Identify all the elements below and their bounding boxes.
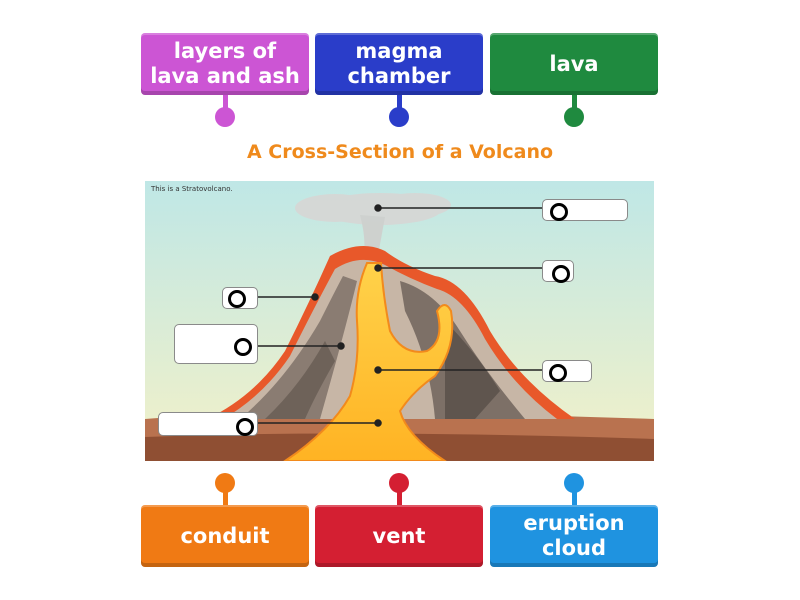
pin-stem bbox=[223, 95, 228, 111]
scene-caption: This is a Stratovolcano. bbox=[151, 185, 233, 193]
volcano-illustration bbox=[145, 181, 654, 461]
drop-target-ring[interactable] bbox=[552, 265, 570, 283]
pin-stem bbox=[572, 489, 577, 505]
tile-label: vent bbox=[372, 523, 426, 548]
tile-label: layers of lava and ash bbox=[150, 39, 300, 88]
tile-lava[interactable]: lava bbox=[490, 33, 658, 95]
pin-stem bbox=[223, 489, 228, 505]
tile-label: eruption cloud bbox=[523, 511, 625, 560]
pin-stem bbox=[572, 95, 577, 111]
drop-target-ring[interactable] bbox=[234, 338, 252, 356]
tile-label: lava bbox=[549, 51, 599, 76]
pin bbox=[215, 107, 235, 127]
pin-stem bbox=[397, 489, 402, 505]
pin bbox=[389, 107, 409, 127]
tile-eruption-cloud[interactable]: eruption cloud bbox=[490, 505, 658, 567]
pin bbox=[564, 107, 584, 127]
tile-magma-chamber[interactable]: magma chamber bbox=[315, 33, 483, 95]
drop-target-ring[interactable] bbox=[550, 203, 568, 221]
pin bbox=[389, 473, 409, 493]
tile-conduit[interactable]: conduit bbox=[141, 505, 309, 567]
diagram-title: A Cross-Section of a Volcano bbox=[246, 141, 554, 163]
tile-label: magma chamber bbox=[347, 39, 451, 88]
drop-target-ring[interactable] bbox=[549, 364, 567, 382]
pin bbox=[215, 473, 235, 493]
drop-target-ring[interactable] bbox=[228, 290, 246, 308]
tile-vent[interactable]: vent bbox=[315, 505, 483, 567]
drop-target-ring[interactable] bbox=[236, 418, 254, 436]
tile-label: conduit bbox=[180, 523, 270, 548]
tile-layers-of-lava-and-ash[interactable]: layers of lava and ash bbox=[141, 33, 309, 95]
pin bbox=[564, 473, 584, 493]
pin-stem bbox=[397, 95, 402, 111]
